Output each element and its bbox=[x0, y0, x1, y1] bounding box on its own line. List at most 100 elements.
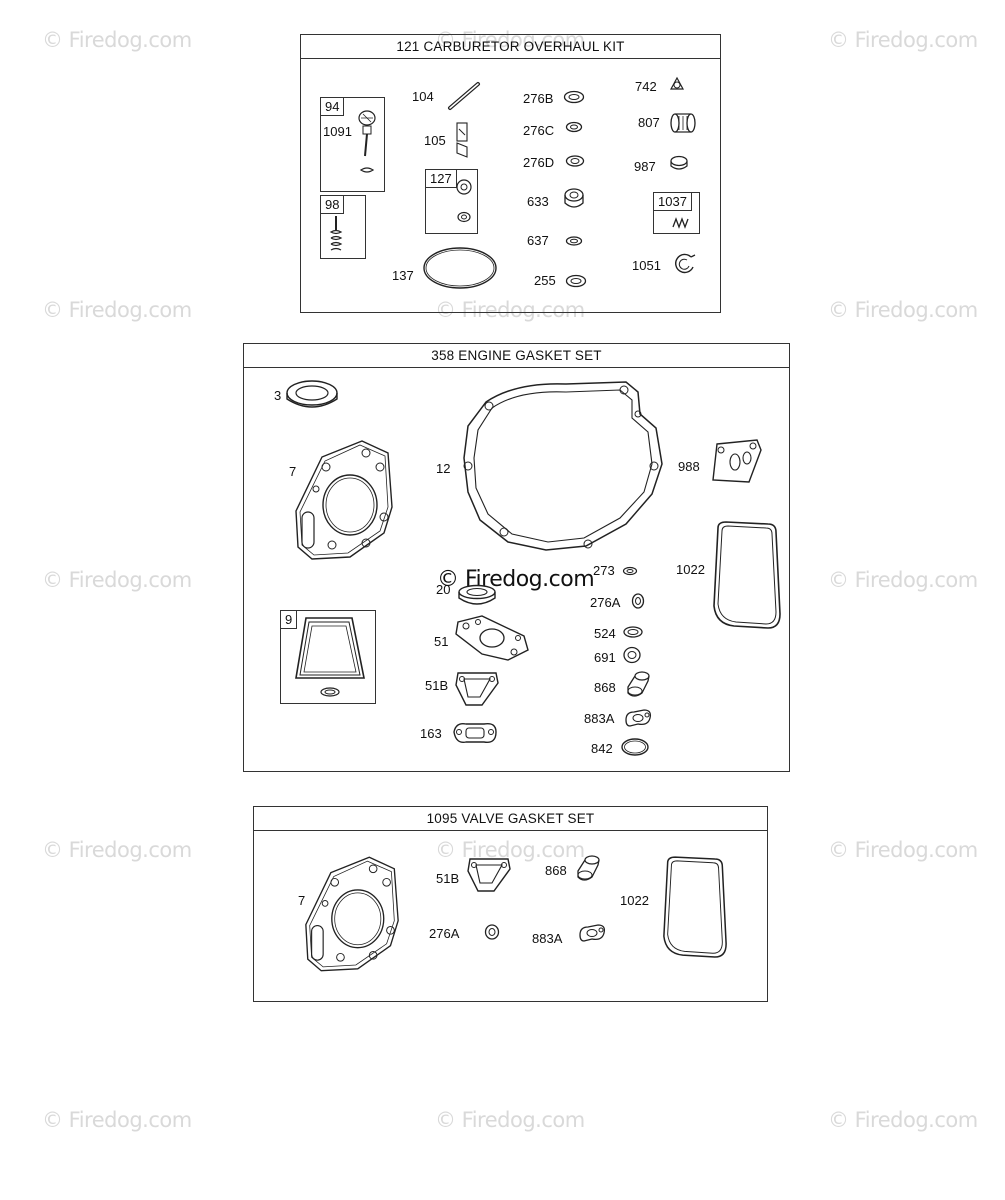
rocker-cover-gasket-part[interactable] bbox=[662, 852, 728, 964]
part-label: 883A bbox=[532, 931, 563, 946]
subassembly-number: 1037 bbox=[654, 193, 692, 211]
part-label: 273 bbox=[593, 563, 615, 578]
valve-part[interactable] bbox=[453, 121, 473, 161]
watermark: © Firedog.com bbox=[828, 568, 978, 592]
part-label: 276A bbox=[429, 926, 460, 941]
part-label: 807 bbox=[638, 115, 660, 130]
part-label: 105 bbox=[424, 133, 446, 148]
seal-part[interactable] bbox=[454, 175, 476, 225]
plate-gasket-part[interactable] bbox=[709, 436, 765, 486]
watermark: © Firedog.com bbox=[435, 298, 585, 322]
washer-part[interactable] bbox=[565, 235, 583, 247]
watermark: © Firedog.com bbox=[42, 298, 192, 322]
watermark: © Firedog.com bbox=[42, 838, 192, 862]
pin-part[interactable] bbox=[447, 81, 481, 111]
part-label: 1051 bbox=[632, 258, 661, 273]
subassembly-number: 98 bbox=[321, 196, 345, 214]
seal-part[interactable] bbox=[456, 584, 498, 608]
o-ring-part[interactable] bbox=[421, 245, 499, 291]
cylinder-head-gasket-part[interactable] bbox=[302, 851, 402, 977]
clamp-part[interactable] bbox=[671, 251, 697, 275]
part-label: 104 bbox=[412, 89, 434, 104]
part-label: 868 bbox=[545, 863, 567, 878]
bushing-part[interactable] bbox=[563, 187, 585, 211]
washer-part[interactable] bbox=[565, 274, 587, 288]
part-label: 988 bbox=[678, 459, 700, 474]
subassembly-9[interactable]: 9 bbox=[280, 610, 376, 704]
part-label: 637 bbox=[527, 233, 549, 248]
kit-title: 358 ENGINE GASKET SET bbox=[244, 344, 789, 368]
watermark: © Firedog.com bbox=[42, 1108, 192, 1132]
kit-title: 121 CARBURETOR OVERHAUL KIT bbox=[301, 35, 720, 59]
part-label: 255 bbox=[534, 273, 556, 288]
cylinder-head-gasket-part[interactable] bbox=[292, 437, 396, 563]
gasket-part[interactable] bbox=[622, 706, 654, 728]
part-label: 3 bbox=[274, 388, 282, 403]
rocker-cover-gasket-part[interactable] bbox=[712, 518, 782, 634]
watermark: © Firedog.com bbox=[435, 1108, 585, 1132]
exhaust-gasket-part[interactable] bbox=[452, 669, 502, 709]
part-label: 1022 bbox=[620, 893, 649, 908]
subassembly-127[interactable]: 127 bbox=[425, 169, 478, 234]
washer-part[interactable] bbox=[563, 90, 585, 104]
part-label: 51B bbox=[436, 871, 460, 886]
watermark: © Firedog.com bbox=[435, 28, 585, 52]
subassembly-94[interactable]: 94 bbox=[320, 97, 385, 192]
washer-part[interactable] bbox=[622, 566, 638, 576]
valve-seal-part[interactable] bbox=[624, 669, 652, 699]
subassembly-98[interactable]: 98 bbox=[320, 195, 366, 259]
watermark: © Firedog.com bbox=[828, 1108, 978, 1132]
valve-seal-part[interactable] bbox=[574, 853, 602, 883]
part-label: 163 bbox=[420, 726, 442, 741]
needle-valve-part[interactable] bbox=[353, 108, 381, 188]
part-label: 20 bbox=[436, 582, 451, 597]
watermark: © Firedog.com bbox=[42, 28, 192, 52]
washer-part[interactable] bbox=[565, 121, 583, 133]
spring-part[interactable] bbox=[329, 216, 343, 254]
part-label: 51B bbox=[425, 678, 449, 693]
watermark: © Firedog.com bbox=[828, 28, 978, 52]
part-label: 1022 bbox=[676, 562, 705, 577]
intake-gasket-part[interactable] bbox=[452, 614, 532, 664]
o-ring-part[interactable] bbox=[620, 737, 650, 757]
cap-part[interactable] bbox=[669, 155, 689, 173]
washer-part[interactable] bbox=[565, 154, 585, 168]
subassembly-number: 9 bbox=[281, 611, 298, 629]
part-label: 276D bbox=[523, 155, 555, 170]
part-label: 987 bbox=[634, 159, 656, 174]
muffler-gasket-part[interactable] bbox=[450, 718, 500, 748]
kit-title: 1095 VALVE GASKET SET bbox=[254, 807, 767, 831]
oil-seal-part[interactable] bbox=[284, 377, 340, 413]
part-label: 883A bbox=[584, 711, 615, 726]
gasket-part[interactable] bbox=[576, 921, 608, 943]
crankcase-gasket-part[interactable] bbox=[456, 374, 668, 554]
part-label: 868 bbox=[594, 680, 616, 695]
watermark: © Firedog.com bbox=[828, 838, 978, 862]
part-label: 691 bbox=[594, 650, 616, 665]
valve-gasket-set-panel: 1095 VALVE GASKET SET 7 51B 868 276A 883… bbox=[253, 806, 768, 1002]
part-label: 7 bbox=[298, 893, 306, 908]
seal-part[interactable] bbox=[622, 646, 642, 664]
part-label: 633 bbox=[527, 194, 549, 209]
filter-part[interactable] bbox=[669, 110, 697, 136]
washer-part[interactable] bbox=[622, 625, 644, 639]
part-label: 51 bbox=[434, 634, 449, 649]
spring-part[interactable] bbox=[671, 215, 689, 229]
clip-part[interactable] bbox=[668, 75, 686, 93]
part-label: 12 bbox=[436, 461, 451, 476]
engine-gasket-set-panel: 358 ENGINE GASKET SET 3 7 12 988 © F bbox=[243, 343, 790, 772]
subassembly-number: 127 bbox=[426, 170, 457, 188]
watermark: © Firedog.com bbox=[42, 568, 192, 592]
subassembly-1037[interactable]: 1037 bbox=[653, 192, 700, 234]
part-label: 842 bbox=[591, 741, 613, 756]
part-label: 137 bbox=[392, 268, 414, 283]
washer-part[interactable] bbox=[630, 592, 646, 610]
washer-part[interactable] bbox=[483, 923, 501, 941]
exhaust-gasket-part[interactable] bbox=[464, 855, 514, 895]
part-label: 742 bbox=[635, 79, 657, 94]
part-label: 276A bbox=[590, 595, 621, 610]
part-label: 524 bbox=[594, 626, 616, 641]
part-label: 276C bbox=[523, 123, 555, 138]
carburetor-overhaul-kit-panel: 121 CARBURETOR OVERHAUL KIT 94 1091 98 1… bbox=[300, 34, 721, 313]
valve-cover-gasket-part[interactable] bbox=[294, 616, 368, 700]
